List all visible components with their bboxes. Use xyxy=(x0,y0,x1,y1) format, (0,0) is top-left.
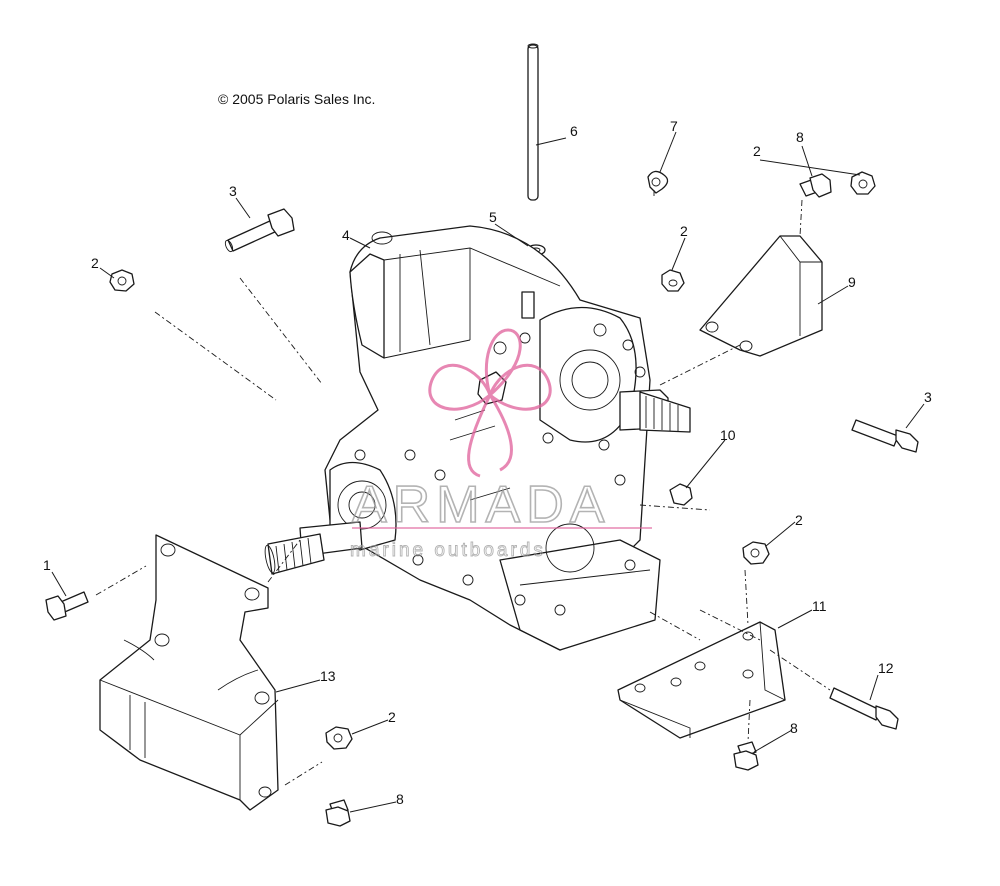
callout-3-right: 3 xyxy=(924,389,932,405)
callout-2-right: 2 xyxy=(795,512,803,528)
watermark-name: ARMADA xyxy=(352,476,610,534)
part-rod xyxy=(527,43,539,201)
callout-2-center: 2 xyxy=(680,223,688,239)
callout-8-lower-right: 8 xyxy=(790,720,798,736)
callout-9: 9 xyxy=(848,274,856,290)
part-nut-center xyxy=(661,269,685,292)
callout-labels: 1 2 2 2 2 2 3 3 4 5 6 7 8 8 8 9 10 11 12… xyxy=(43,118,932,807)
callout-3-upper-left: 3 xyxy=(229,183,237,199)
part-nut-upper-right xyxy=(850,171,876,195)
part-lower-right-bracket xyxy=(617,621,786,739)
part-bolt-lower-right xyxy=(733,741,759,771)
callout-4: 4 xyxy=(342,227,350,243)
callout-2-upper-left: 2 xyxy=(91,255,99,271)
part-long-bolt xyxy=(829,687,899,730)
callout-12: 12 xyxy=(878,660,894,676)
callout-2-upper-right: 2 xyxy=(753,143,761,159)
alignment-lines xyxy=(95,199,831,786)
callout-2-lower: 2 xyxy=(388,709,396,725)
part-nut-lower-center xyxy=(325,726,353,750)
callout-6: 6 xyxy=(570,123,578,139)
part-bolt-lower-center xyxy=(325,799,351,827)
part-nut-small xyxy=(669,483,693,506)
part-bolt-upper-right xyxy=(799,173,832,198)
part-bolt-right xyxy=(851,419,919,453)
watermark-tagline: marine outboards xyxy=(350,540,546,561)
watermark-logo xyxy=(428,328,552,478)
callout-11: 11 xyxy=(812,598,827,614)
part-bolt-upper-left xyxy=(224,208,295,253)
callout-5: 5 xyxy=(489,209,497,225)
part-clip xyxy=(647,170,669,196)
callout-10: 10 xyxy=(720,427,736,443)
callout-13: 13 xyxy=(320,668,336,684)
part-bolt-left xyxy=(45,591,89,621)
callout-leaders xyxy=(51,131,925,813)
part-upper-bracket xyxy=(699,235,823,357)
part-transmission-assembly xyxy=(264,225,691,651)
callout-8-upper-right: 8 xyxy=(796,129,804,145)
watermark: ARMADA marine outboards xyxy=(350,328,652,561)
callout-8-lower-center: 8 xyxy=(396,791,404,807)
copyright-notice: © 2005 Polaris Sales Inc. xyxy=(218,91,375,107)
callout-1: 1 xyxy=(43,557,51,573)
callout-7: 7 xyxy=(670,118,678,134)
part-lower-left-bracket xyxy=(99,534,279,811)
part-nut-upper-left xyxy=(109,269,135,292)
part-nut-right xyxy=(742,541,770,565)
